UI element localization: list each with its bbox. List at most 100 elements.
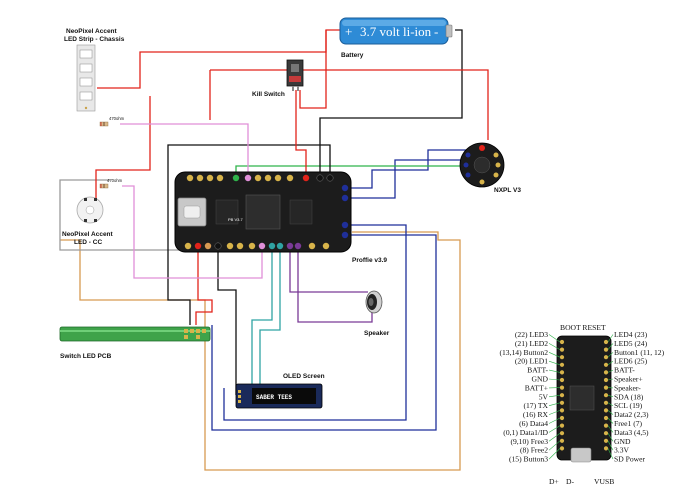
wire-navy-1 — [347, 149, 468, 189]
pinout-leader-left — [548, 360, 561, 366]
pinout-pad-right — [603, 377, 609, 383]
nxpl-pad-red — [479, 145, 485, 151]
pin-right-2: Button1 (11, 12) — [614, 348, 665, 357]
pinout-pad-right — [603, 385, 609, 390]
neopixel-strip — [76, 44, 96, 112]
pinout-diagram: BOOT RESET (22) LED3 (21) LED2 (13,14) B… — [499, 323, 664, 486]
pinout-pad-right — [603, 415, 609, 421]
proffie-bottom-pads — [184, 242, 330, 250]
oled-display-text: SABER TEES — [256, 394, 292, 401]
pinout-leader-left — [548, 417, 561, 424]
wire-red-switch — [295, 90, 307, 178]
resistor-led-label: 470ohm — [107, 178, 123, 183]
pinout-pad-right — [603, 438, 609, 443]
pcb-pad-1 — [184, 329, 188, 333]
wire-black-2 — [217, 248, 237, 395]
pinout-leader-left — [548, 410, 561, 415]
pinout-pad-right — [603, 400, 609, 405]
neopixel-strip-led-2 — [79, 63, 93, 73]
pinout-leader-left — [548, 394, 561, 398]
pin-left-6: BATT+ — [525, 383, 548, 392]
oled-screen: SABER TEES — [235, 383, 323, 409]
pin-right-9: Data2 (2,3) — [614, 410, 649, 419]
oled-pin-1 — [238, 390, 241, 393]
battery-caption: Battery — [341, 52, 364, 59]
pin-left-7: 5V — [539, 392, 549, 401]
pin-left-4: BATT- — [527, 366, 548, 375]
pin-left-12: (9,10) Free3 — [510, 437, 548, 446]
pinout-pad-left — [559, 423, 565, 428]
wire-pink-strip — [120, 123, 249, 178]
wire-red-nxpl — [209, 69, 489, 140]
pinout-leader-left — [548, 334, 561, 343]
pinout-leader-left — [548, 369, 561, 373]
pin-right-12: GND — [614, 437, 631, 446]
neopixel-strip-label-2: LED Strip - Chassis — [64, 36, 125, 43]
speaker — [365, 290, 383, 314]
pinout-pad-left — [559, 347, 565, 352]
resistor-strip — [99, 121, 109, 127]
proffie-top-pads — [186, 174, 334, 182]
nxpl-pad-blue-1 — [465, 152, 471, 158]
pin-right-14: SD Power — [614, 455, 645, 464]
wire-teal-1 — [251, 248, 273, 395]
pin-right-7: SDA (18) — [614, 392, 644, 401]
nxpl-pad-blue-3 — [465, 172, 471, 178]
proffie-right-pads — [341, 184, 349, 239]
pinout-leader-right — [607, 433, 614, 442]
proffie-board: PB V3.7 — [174, 171, 352, 253]
pinout-leader-right — [607, 360, 614, 366]
pin-left-11: (0,1) Data1/ID — [503, 428, 548, 437]
neopixel-led-cc — [76, 196, 104, 224]
oled-pin-3 — [238, 400, 241, 403]
pinout-pad-left — [559, 446, 565, 451]
pinout-pad-right — [603, 431, 609, 436]
wire-red-battery — [299, 29, 340, 109]
pin-right-0: LED4 (23) — [614, 330, 648, 339]
pinout-pad-left — [559, 377, 565, 383]
nxpl-pad-gold-4 — [479, 179, 485, 185]
pinout-pad-left — [559, 408, 565, 413]
pin-right-3: LED6 (25) — [614, 357, 648, 366]
neopixel-led-label-2: LED - CC — [74, 239, 102, 246]
pin-right-4: BATT- — [614, 366, 635, 375]
wire-black-battery — [319, 29, 463, 178]
pcb-pad-3 — [196, 329, 200, 333]
wire-black-main — [167, 144, 331, 325]
pin-left-9: (16) RX — [523, 410, 549, 419]
pinout-leader-right — [607, 410, 614, 415]
pin-right-11: Data3 (4,5) — [614, 428, 649, 437]
pinout-leader-left — [548, 425, 561, 433]
pcb-pad-4 — [202, 329, 206, 333]
nxpl-pad-blue-2 — [463, 162, 469, 168]
pinout-left-pads — [559, 339, 565, 451]
wire-red-battery-2 — [97, 30, 327, 89]
pinout-leader-left — [548, 432, 561, 442]
pin-left-1: (21) LED2 — [515, 339, 548, 348]
pin-right-10: Free1 (7) — [614, 419, 643, 428]
pinout-pad-right — [603, 347, 609, 352]
pinout-pad-left — [559, 339, 565, 345]
switch-led-pcb — [59, 326, 211, 342]
pin-bottom-dplus: D+ — [549, 477, 559, 486]
neopixel-strip-led-3 — [79, 77, 93, 87]
pinout-leader-right — [607, 343, 614, 350]
wire-navy-3 — [223, 224, 407, 421]
pinout-leader-right — [607, 394, 614, 398]
pcb-pad-2 — [190, 329, 194, 333]
neopixel-strip-label-1: NeoPixel Accent — [66, 28, 118, 35]
pin-right-5: Speaker+ — [614, 375, 643, 384]
wire-navy-4 — [211, 234, 437, 431]
kill-switch — [286, 59, 304, 91]
wire-purple-1 — [289, 248, 368, 293]
pinout-pad-right — [603, 355, 609, 360]
pinout-pad-right — [603, 393, 609, 398]
pinout-pad-right — [603, 370, 609, 375]
wire-navy-2 — [347, 159, 468, 199]
oled-label: OLED Screen — [283, 373, 325, 380]
pinout-pad-left — [559, 362, 565, 367]
wire-orange — [60, 231, 461, 471]
pinout-leader-left — [548, 343, 561, 350]
pinout-leader-left — [548, 440, 561, 451]
pinout-leader-lines — [548, 334, 614, 460]
